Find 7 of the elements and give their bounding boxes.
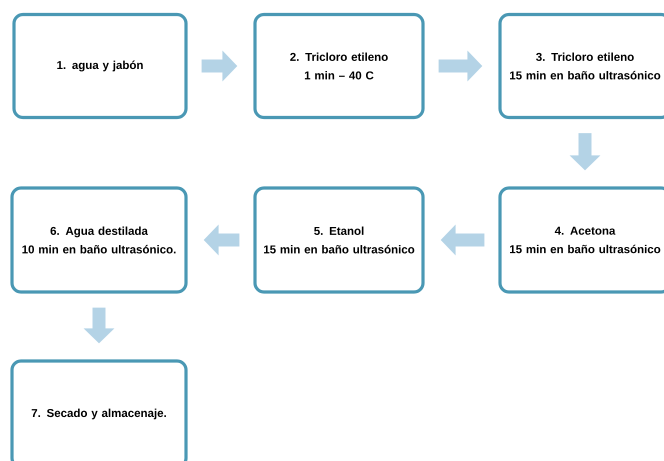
step-box: 3. Tricloro etileno 15 min en baño ultrasónico — [498, 12, 664, 120]
step-box: 4. Acetona 15 min en baño ultrasónico — [498, 186, 664, 294]
step-box: 6. Agua destilada 10 min en baño ultrasónico. — [10, 186, 188, 294]
step-box: 2. Tricloro etileno 1 min – 40 C — [253, 12, 425, 120]
step-box: 7. Secado y almacenaje. — [10, 359, 188, 461]
step-box: 1. agua y jabón — [12, 12, 188, 120]
step-box: 5. Etanol 15 min en baño ultrasónico — [253, 186, 425, 294]
